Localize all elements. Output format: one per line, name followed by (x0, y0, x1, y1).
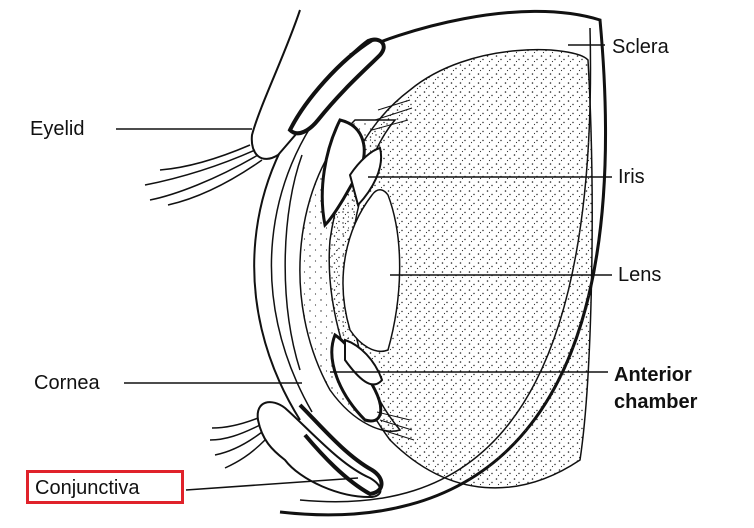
sclera-outline (279, 9, 607, 517)
iris-lower-inner (344, 338, 384, 386)
lens (342, 189, 401, 352)
label-eyelid: Eyelid (30, 118, 85, 140)
upper-eyelid-conjunctiva (287, 37, 386, 136)
label-iris: Iris (618, 166, 645, 188)
lower-eyelashes (209, 417, 266, 469)
cornea-ridge (284, 154, 303, 371)
leader-line-conjunctiva (185, 477, 359, 491)
label-cornea: Cornea (34, 372, 100, 394)
iris-upper (320, 118, 366, 229)
upper-eyelashes (144, 144, 263, 206)
label-anterior-line2: chamber (614, 391, 698, 413)
iris-upper-inner (348, 146, 383, 208)
label-anterior-chamber: Anterior chamber (614, 362, 697, 416)
label-sclera: Sclera (612, 36, 669, 58)
label-lens: Lens (618, 264, 662, 286)
label-anterior-line1: Anterior (614, 364, 692, 386)
label-conjunctiva-highlighted: Conjunctiva (26, 470, 184, 504)
label-conjunctiva: Conjunctiva (35, 477, 140, 499)
lower-eyelid-conjunctiva (298, 403, 384, 497)
